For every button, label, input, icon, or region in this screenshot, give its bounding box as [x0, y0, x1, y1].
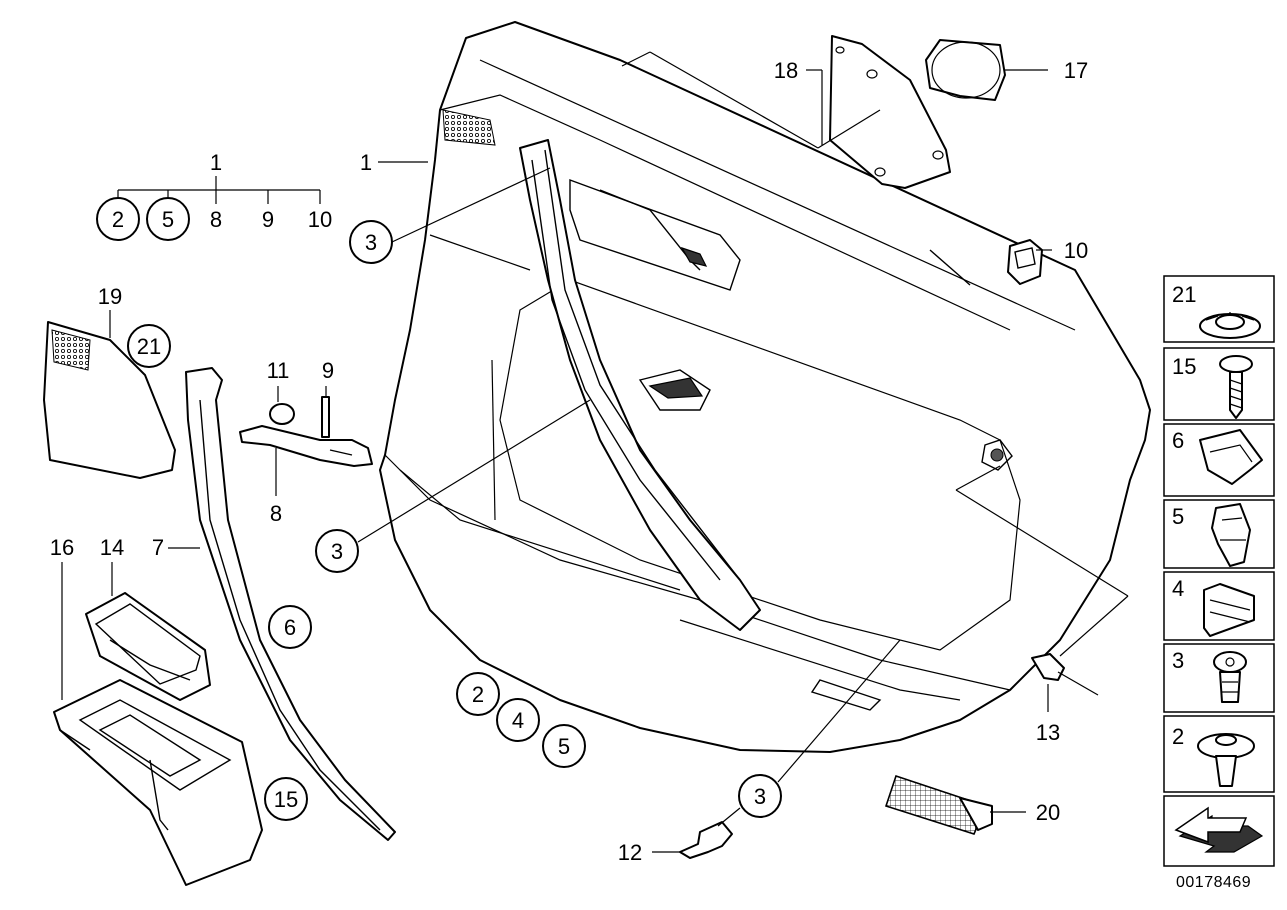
cupholder-insert	[85, 592, 211, 701]
trim-clip-icon	[1203, 583, 1255, 637]
push-nut-icon	[1199, 312, 1261, 339]
round-cover	[925, 39, 1006, 101]
courtesy-light	[1031, 653, 1099, 696]
label-12: 12	[618, 840, 642, 865]
door-panel	[379, 21, 1151, 753]
label-2-top: 2	[112, 207, 124, 232]
panel-clip-icon	[1211, 503, 1251, 567]
label-18: 18	[774, 58, 798, 83]
inner-handle	[239, 425, 373, 467]
label-5-b: 5	[558, 734, 570, 759]
legend-15-label: 15	[1172, 354, 1196, 379]
label-21: 21	[137, 334, 161, 359]
legend-6-label: 6	[1172, 428, 1184, 453]
label-8: 8	[270, 501, 282, 526]
label-20: 20	[1036, 800, 1060, 825]
label-16: 16	[50, 535, 74, 560]
label-3-a: 3	[365, 230, 377, 255]
spring-clip-icon	[1199, 429, 1263, 485]
pin-part	[321, 396, 330, 438]
pillar-trim	[185, 367, 396, 841]
expansion-rivet-icon	[1197, 733, 1255, 787]
label-1-top: 1	[210, 150, 222, 175]
label-4-b: 4	[512, 708, 524, 733]
vent-grille	[884, 774, 993, 835]
legend-4-label: 4	[1172, 576, 1184, 601]
label-9: 9	[322, 358, 334, 383]
legend-3-label: 3	[1172, 648, 1184, 673]
screw-icon	[1219, 355, 1253, 419]
console-tray	[53, 679, 263, 886]
legend-5-label: 5	[1172, 504, 1184, 529]
fastener-legend: 21 15 6 5 4	[1163, 275, 1275, 867]
label-11: 11	[267, 358, 290, 383]
rivet-icon	[1213, 651, 1247, 703]
label-1-door: 1	[360, 150, 372, 175]
label-3-b: 3	[331, 539, 343, 564]
grab-handle-frame	[519, 139, 761, 631]
label-13: 13	[1036, 720, 1060, 745]
label-5-top: 5	[162, 207, 174, 232]
label-2-b: 2	[472, 682, 484, 707]
label-19: 19	[98, 284, 122, 309]
callout-labels: 1 2 5 8 9 10 1 3 3 3 19 21 11 9 8 7 6 16…	[50, 58, 1088, 865]
cap-part	[269, 403, 295, 425]
legend-21-label: 21	[1172, 282, 1196, 307]
label-3-c: 3	[754, 784, 766, 809]
retainer-clip	[679, 821, 733, 859]
front-direction-arrow-icon	[1174, 806, 1264, 853]
label-8-top: 8	[210, 207, 222, 232]
legend-2-label: 2	[1172, 724, 1184, 749]
label-14: 14	[100, 535, 124, 560]
speaker-cover-panel	[43, 321, 176, 479]
speaker-bracket	[829, 35, 951, 189]
label-9-top: 9	[262, 207, 274, 232]
document-id: 00178469	[1176, 874, 1251, 891]
label-10-top: 10	[308, 207, 332, 232]
clip-part	[1007, 239, 1043, 285]
label-17: 17	[1064, 58, 1088, 83]
label-7: 7	[152, 535, 164, 560]
label-15: 15	[274, 787, 298, 812]
label-10: 10	[1064, 238, 1088, 263]
label-6: 6	[284, 615, 296, 640]
